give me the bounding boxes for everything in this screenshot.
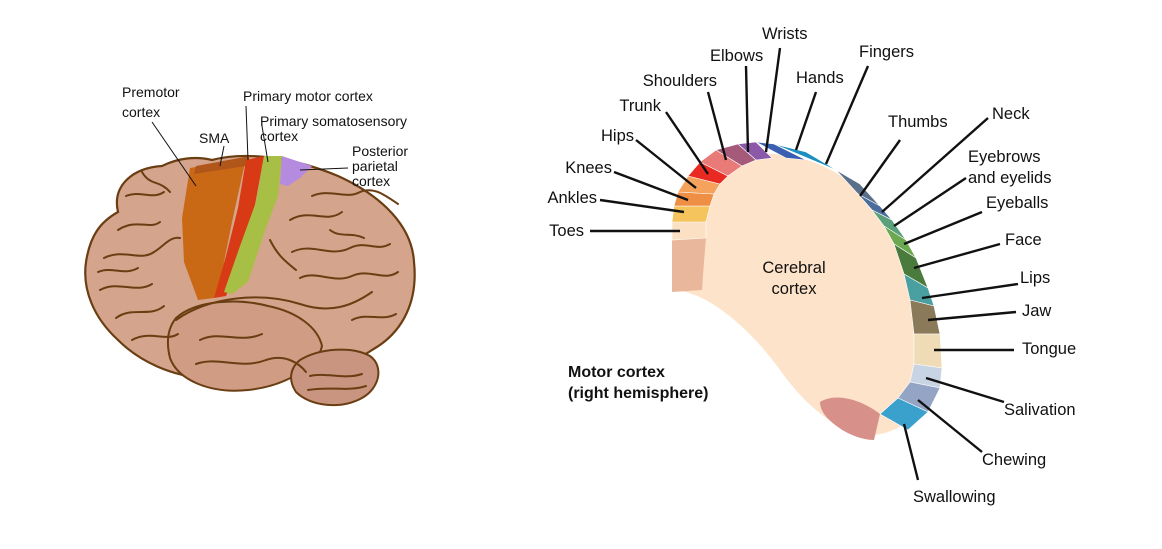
segment-jaw	[909, 299, 941, 335]
somatosensory-leader	[261, 125, 269, 163]
label-eyebrows-line1: Eyebrows	[968, 148, 1040, 166]
leader-lips	[921, 282, 1019, 300]
segment-ankles	[671, 205, 711, 223]
motor-cortex-title-line1: Motor cortex	[568, 364, 665, 381]
primary-motor-leader	[245, 105, 249, 161]
throat-shape	[820, 397, 880, 440]
posterior-label-line1: Posterior	[352, 143, 408, 159]
primary-motor-label: Primary motor cortex	[243, 88, 373, 104]
leader-chewing	[917, 399, 983, 453]
label-salivation: Salivation	[1004, 401, 1076, 419]
label-tongue: Tongue	[1022, 340, 1076, 358]
posterior-parietal-region	[280, 156, 312, 186]
premotor-region	[182, 158, 246, 300]
premotor-label-line2: cortex	[122, 104, 160, 120]
segment-swallowing	[879, 397, 929, 431]
leader-fingers	[824, 65, 870, 165]
label-jaw: Jaw	[1022, 302, 1051, 320]
leader-trunk	[665, 111, 709, 175]
label-ankles: Ankles	[547, 189, 597, 207]
cortex-segments	[671, 141, 943, 431]
label-hands: Hands	[796, 69, 844, 87]
cerebral-cortex-label-line1: Cerebral	[762, 259, 825, 277]
sma-label: SMA	[199, 130, 230, 146]
leader-face	[913, 242, 1001, 270]
posterior-leader	[299, 167, 349, 171]
label-fingers: Fingers	[859, 43, 914, 61]
label-trunk: Trunk	[619, 97, 661, 115]
label-swallowing: Swallowing	[913, 488, 996, 506]
leader-thumbs	[859, 139, 901, 197]
cerebral-cortex-shape	[672, 153, 937, 436]
label-hips: Hips	[601, 127, 634, 145]
somatosensory-label-line1: Primary somatosensory	[260, 113, 407, 129]
brain-cerebellum	[290, 348, 380, 407]
leader-salivation	[925, 376, 1005, 404]
label-knees: Knees	[565, 159, 612, 177]
label-eyebrows-line2: and eyelids	[968, 169, 1051, 187]
leader-swallowing	[902, 423, 920, 481]
brain-sulci	[97, 171, 399, 391]
label-elbows: Elbows	[710, 47, 763, 65]
region-leaders	[590, 47, 1019, 481]
somatosensory-region	[224, 156, 282, 294]
motor-map: Toes Ankles Knees Hips Trunk Shoulders Elbows W…	[547, 25, 1076, 506]
premotor-leader	[151, 121, 197, 187]
leader-eyebrows	[893, 177, 967, 227]
leader-eyeballs	[903, 210, 983, 246]
sma-leader	[219, 145, 225, 167]
posterior-label-line2: parietal	[352, 158, 398, 174]
posterior-label-line3: cortex	[352, 173, 390, 189]
label-wrists: Wrists	[762, 25, 808, 43]
label-neck: Neck	[992, 105, 1030, 123]
label-thumbs: Thumbs	[888, 113, 948, 131]
label-lips: Lips	[1020, 269, 1050, 287]
premotor-label-line1: Premotor	[122, 84, 180, 100]
segment-wrists	[737, 141, 773, 161]
motor-cortex-title-line2: (right hemisphere)	[568, 385, 708, 402]
leader-elbows	[744, 65, 750, 153]
segment-hands	[755, 141, 807, 161]
label-chewing: Chewing	[982, 451, 1046, 469]
leader-hands	[794, 91, 818, 151]
somatosensory-label-line2: cortex	[260, 128, 298, 144]
toes-stem	[672, 238, 706, 292]
label-toes: Toes	[549, 222, 584, 240]
segment-knees	[673, 191, 715, 207]
leader-shoulders	[706, 91, 728, 161]
label-face: Face	[1005, 231, 1042, 249]
leader-knees	[613, 170, 689, 202]
label-shoulders: Shoulders	[643, 72, 717, 90]
cerebral-cortex-label-line2: cortex	[772, 280, 818, 298]
leader-jaw	[927, 310, 1017, 322]
leader-neck	[881, 117, 989, 213]
leader-hips	[635, 139, 697, 189]
sma-region	[194, 156, 250, 174]
leader-ankles	[599, 198, 685, 214]
label-eyeballs: Eyeballs	[986, 194, 1048, 212]
leader-wrists	[764, 47, 782, 153]
brain-illustration: Premotor cortex SMA Primary motor cortex…	[84, 84, 416, 407]
region-labels: Toes Ankles Knees Hips Trunk Shoulders Elbows W…	[547, 25, 1076, 506]
primary-motor-region	[214, 156, 264, 298]
